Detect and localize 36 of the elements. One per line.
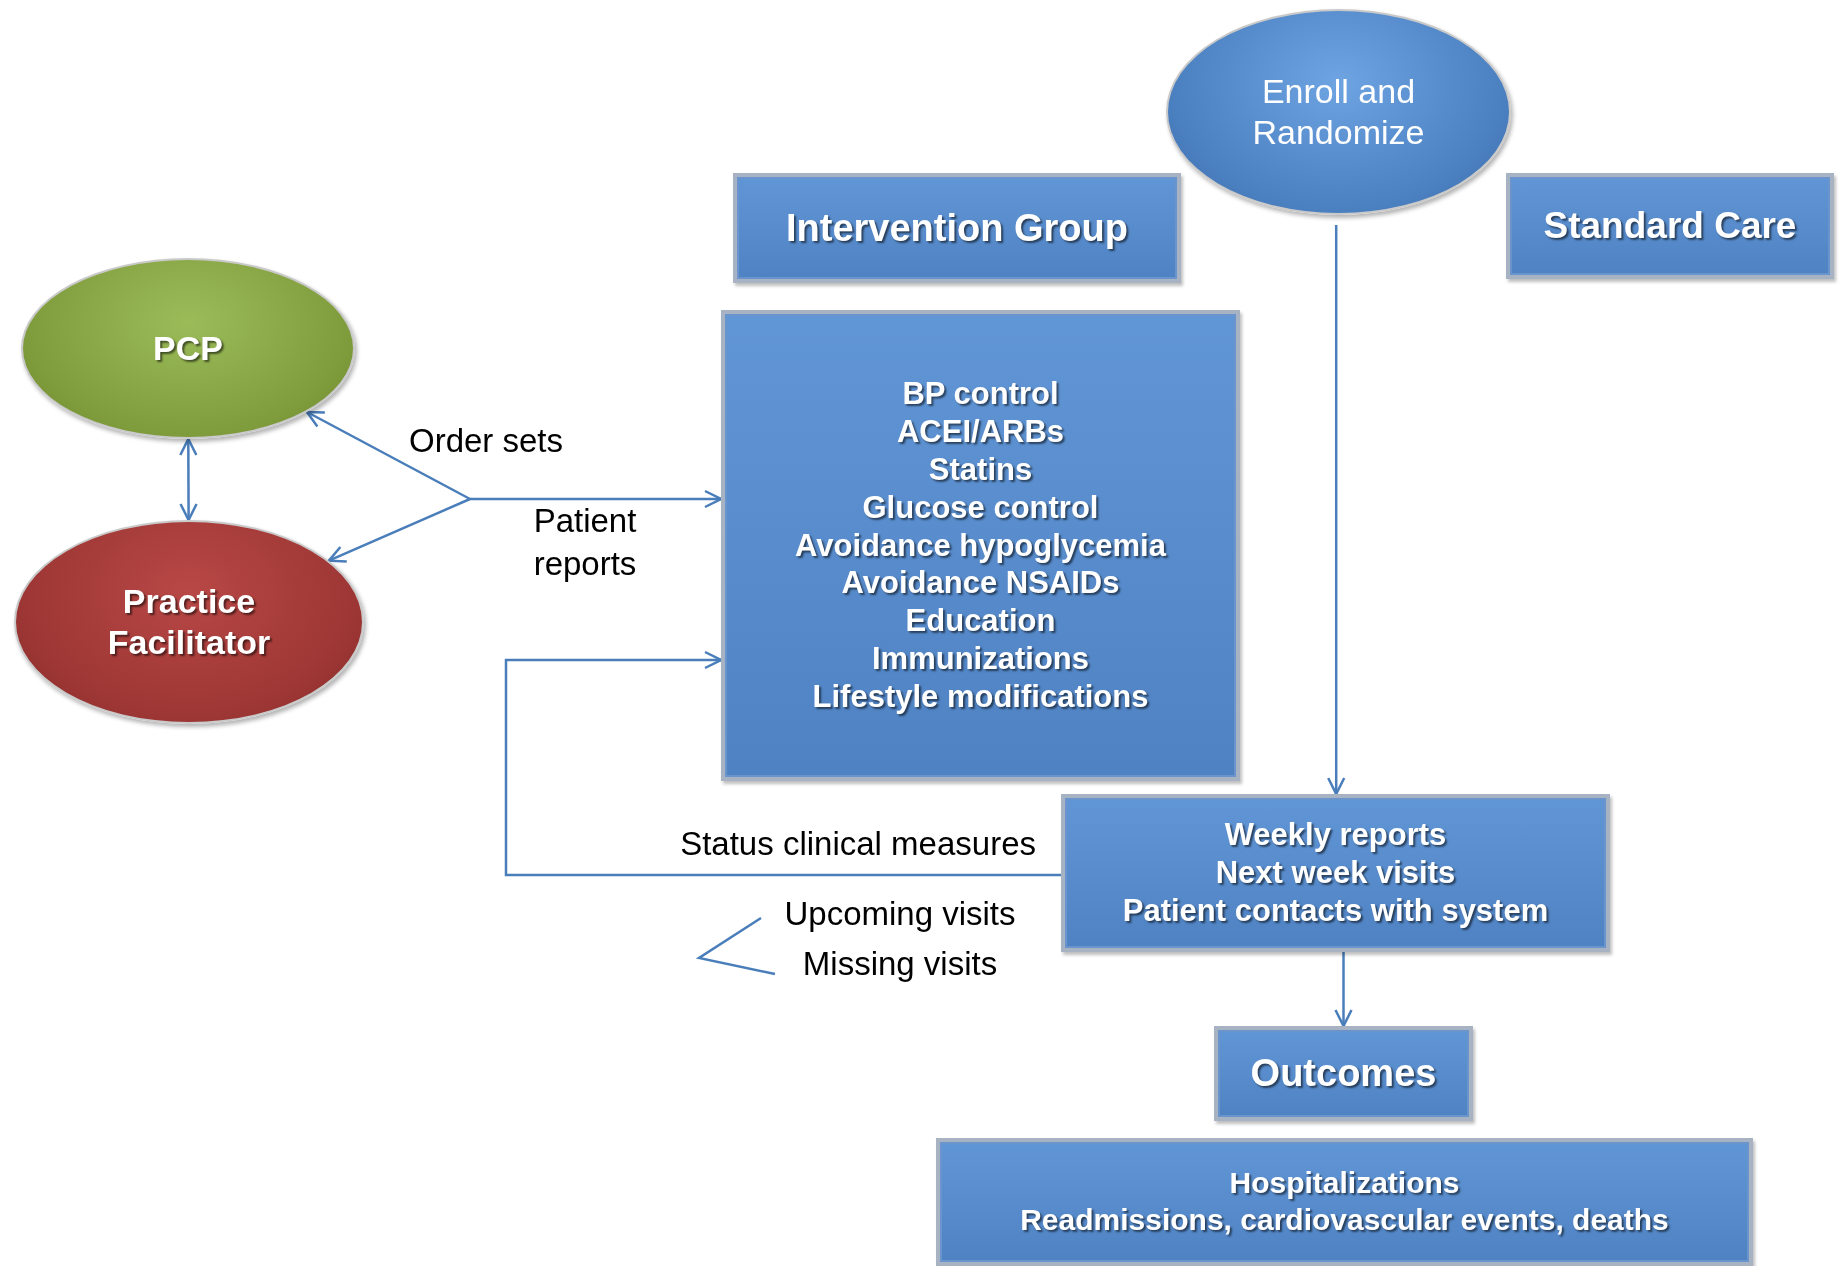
node-text: Outcomes	[1250, 1051, 1437, 1097]
node-text: Standard Care	[1543, 204, 1797, 249]
annotation-text: Patient reports	[532, 501, 638, 584]
node-text: Weekly reports	[1224, 816, 1447, 855]
arrow	[470, 489, 723, 509]
node-text: Avoidance hypoglycemia	[795, 526, 1166, 565]
process-box	[1506, 173, 1834, 279]
node-text: Statins	[928, 450, 1033, 489]
node-text: Lifestyle modifications	[812, 677, 1149, 716]
node-text: PCP	[153, 327, 223, 369]
node-text: Readmissions, cardiovascular events, deaths	[1020, 1202, 1669, 1238]
node-text: Education	[905, 602, 1056, 641]
node-text: Hospitalizations	[1229, 1165, 1460, 1202]
annotation-text: Missing visits	[801, 944, 999, 984]
node-text: BP control	[902, 375, 1059, 414]
process-box	[1061, 794, 1610, 952]
process-box	[936, 1138, 1753, 1266]
arrow	[1326, 225, 1346, 796]
node-text: Patient contacts with system	[1122, 891, 1549, 930]
node-text: Practice Facilitator	[106, 580, 272, 663]
node-text: ACEI/ARBs	[896, 413, 1065, 451]
arrow	[179, 437, 198, 522]
node-text: Enroll and Randomize	[1251, 70, 1426, 153]
arrow	[1334, 952, 1353, 1028]
arrow	[327, 497, 471, 563]
node-text: Immunizations	[872, 640, 1089, 678]
node-text: Avoidance NSAIDs	[841, 564, 1120, 603]
node-text: Next week visits	[1215, 854, 1456, 892]
process-box	[733, 173, 1181, 283]
node-text: Glucose control	[862, 488, 1099, 527]
node-text: Intervention Group	[786, 205, 1128, 251]
annotation-text: Upcoming visits	[783, 894, 1017, 934]
arrow	[305, 410, 471, 501]
process-box	[721, 310, 1240, 781]
process-box	[1214, 1026, 1473, 1121]
arrow	[504, 650, 1061, 877]
